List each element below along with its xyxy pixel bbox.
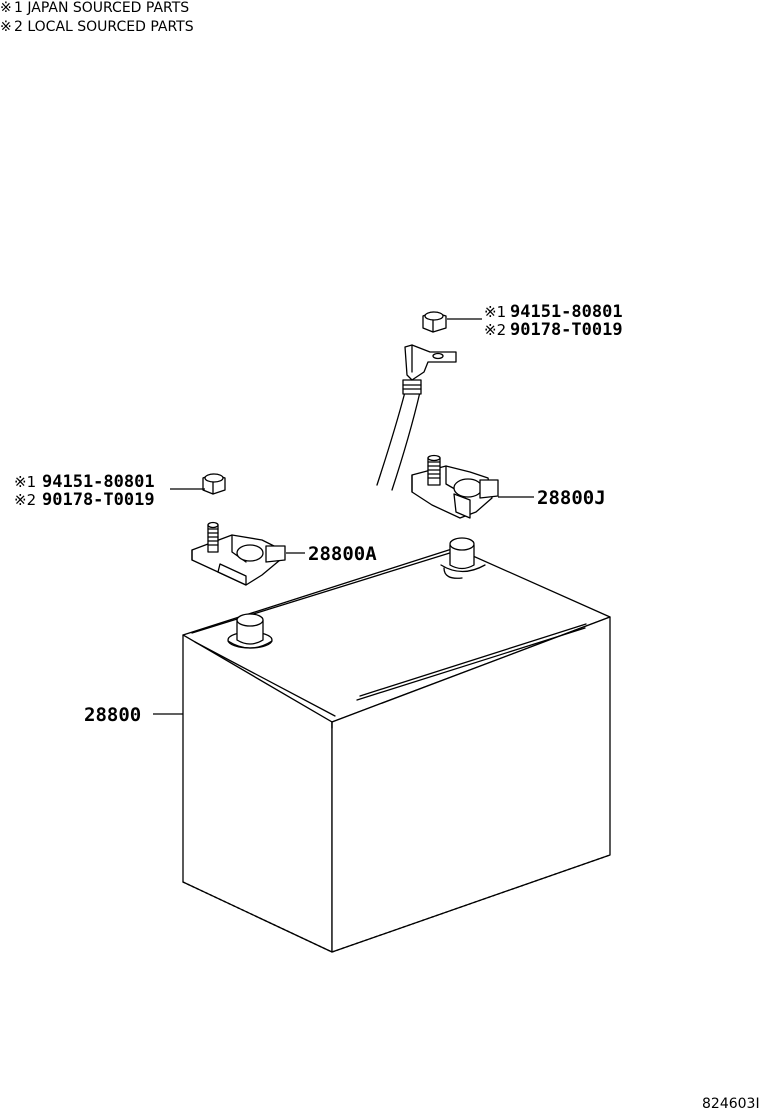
lower-nut-mark-2: ※2 xyxy=(14,491,36,509)
upper-nut-mark-1: ※1 xyxy=(484,303,506,321)
note-mark-2: ※ xyxy=(0,19,12,35)
callout-upper-nut: ※1 94151-80801 ※2 90178-T0019 xyxy=(484,302,623,340)
note-local-sourced: 2 LOCAL SOURCED PARTS xyxy=(14,19,194,35)
upper-nut-part-1: 94151-80801 xyxy=(510,302,623,322)
lower-nut-mark-1: ※1 xyxy=(14,473,36,491)
lower-nut-part-2: 90178-T0019 xyxy=(42,490,155,510)
upper-nut-part-2: 90178-T0019 xyxy=(510,320,623,340)
positive-terminal-clamp xyxy=(191,521,286,586)
callout-28800: 28800 xyxy=(84,704,141,726)
sourcing-notes: ※ 1 JAPAN SOURCED PARTS ※ 2 LOCAL SOURCE… xyxy=(0,0,194,35)
lower-nut xyxy=(202,473,226,495)
lower-nut-part-1: 94151-80801 xyxy=(42,472,155,492)
upper-nut xyxy=(422,311,447,333)
callout-28800J: 28800J xyxy=(537,487,606,509)
callout-lower-nut: ※1 94151-80801 ※2 90178-T0019 xyxy=(14,472,155,510)
battery-illustration xyxy=(182,537,611,953)
note-mark-1: ※ xyxy=(0,0,12,16)
callout-28800A: 28800A xyxy=(308,543,377,565)
note-japan-sourced: 1 JAPAN SOURCED PARTS xyxy=(14,0,189,16)
negative-cable-terminal xyxy=(376,344,499,519)
figure-reference: 824603I xyxy=(702,1096,760,1112)
upper-nut-mark-2: ※2 xyxy=(484,321,506,339)
